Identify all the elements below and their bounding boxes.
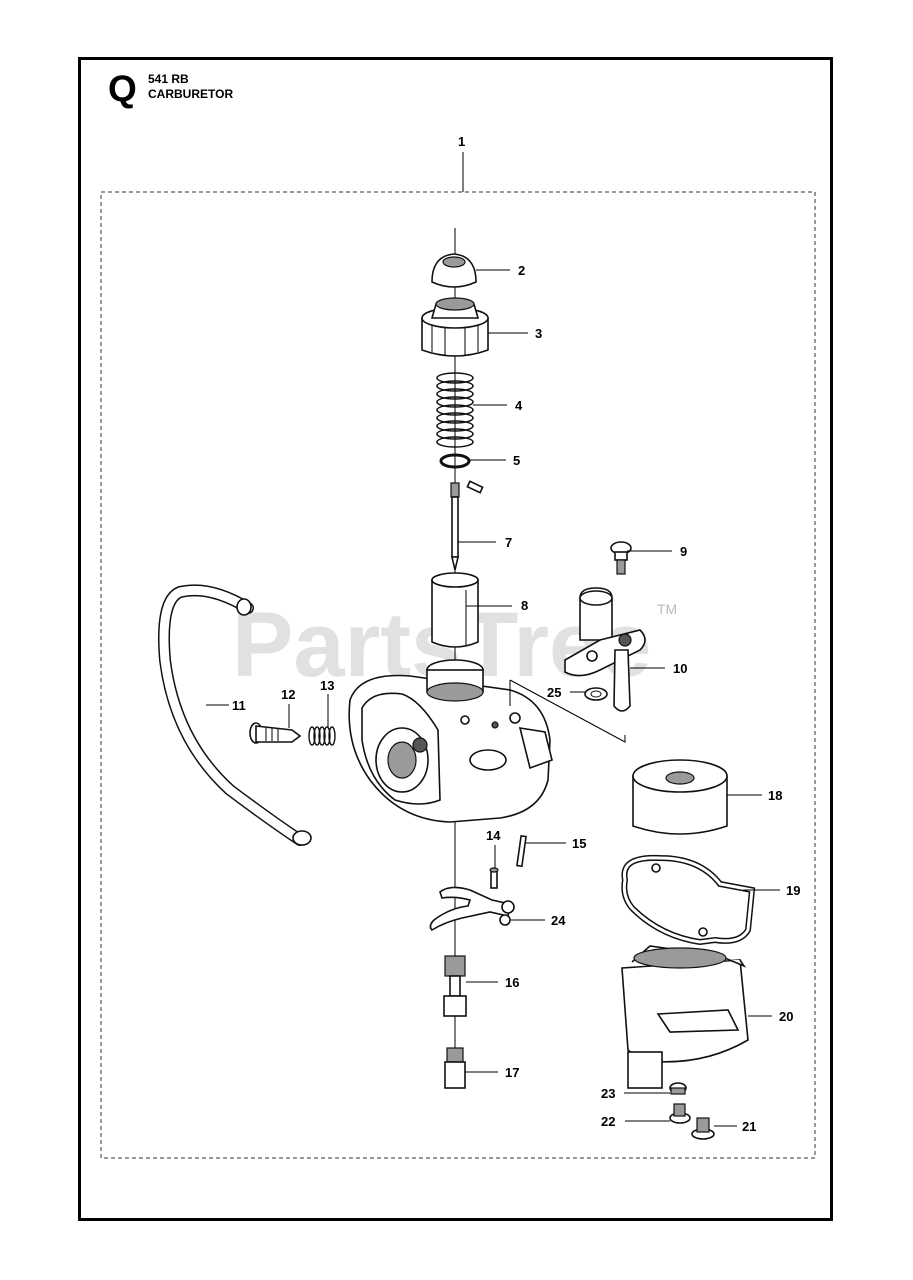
part-6-pin: [466, 480, 484, 494]
callout-22: 22: [601, 1114, 615, 1129]
callout-23: 23: [601, 1086, 615, 1101]
callout-15: 15: [572, 836, 586, 851]
part-7-needle: [450, 482, 460, 571]
part-18-filter: [632, 759, 728, 835]
part-14-pin: [489, 867, 499, 889]
diagram-title: CARBURETOR: [148, 87, 234, 101]
callout-1: 1: [458, 134, 465, 149]
part-3-nut: [421, 297, 489, 357]
part-19-gasket: [621, 854, 756, 946]
callout-21: 21: [742, 1119, 756, 1134]
callout-24: 24: [551, 913, 566, 928]
part-20-housing: [621, 945, 749, 1089]
part-17-jet: [444, 1047, 466, 1089]
callout-20: 20: [779, 1009, 793, 1024]
carburetor-body: [348, 659, 553, 823]
section-letter: Q: [108, 68, 137, 109]
part-11-fuel-hose: [158, 584, 312, 846]
callout-8: 8: [521, 598, 528, 613]
callout-19: 19: [786, 883, 800, 898]
part-16-jet: [443, 955, 467, 1017]
callout-14: 14: [486, 828, 501, 843]
part-24-lever: [429, 886, 515, 932]
part-15-shaft: [516, 834, 527, 868]
callout-10: 10: [673, 661, 687, 676]
callout-13: 13: [320, 678, 334, 693]
callout-9: 9: [680, 544, 687, 559]
part-12-screw: [249, 722, 302, 744]
page-frame: [78, 57, 833, 1221]
part-4-spring: [436, 372, 474, 448]
callout-25: 25: [547, 685, 561, 700]
part-25-washer: [584, 687, 608, 701]
callout-5: 5: [513, 453, 520, 468]
callout-17: 17: [505, 1065, 519, 1080]
callout-16: 16: [505, 975, 519, 990]
model-number: 541 RB: [148, 72, 189, 86]
callout-18: 18: [768, 788, 782, 803]
callout-4: 4: [515, 398, 523, 413]
callout-12: 12: [281, 687, 295, 702]
part-9-screw: [610, 541, 632, 575]
callout-7: 7: [505, 535, 512, 550]
part-5-clip: [439, 453, 471, 469]
callout-3: 3: [535, 326, 542, 341]
assembly-boundary: [100, 191, 816, 1159]
part-23-nut: [669, 1082, 687, 1095]
part-13-spring: [308, 726, 336, 746]
callout-2: 2: [518, 263, 525, 278]
part-2-cap: [431, 253, 477, 288]
part-10-choke-lever: [564, 587, 646, 712]
part-22-screw: [669, 1103, 691, 1124]
watermark-trademark: TM: [657, 601, 677, 617]
part-21-screw: [691, 1117, 715, 1140]
part-8-slide: [431, 572, 479, 648]
link-lines: [509, 679, 626, 743]
callout-11: 11: [232, 698, 246, 713]
leader-lines: [206, 269, 780, 1127]
